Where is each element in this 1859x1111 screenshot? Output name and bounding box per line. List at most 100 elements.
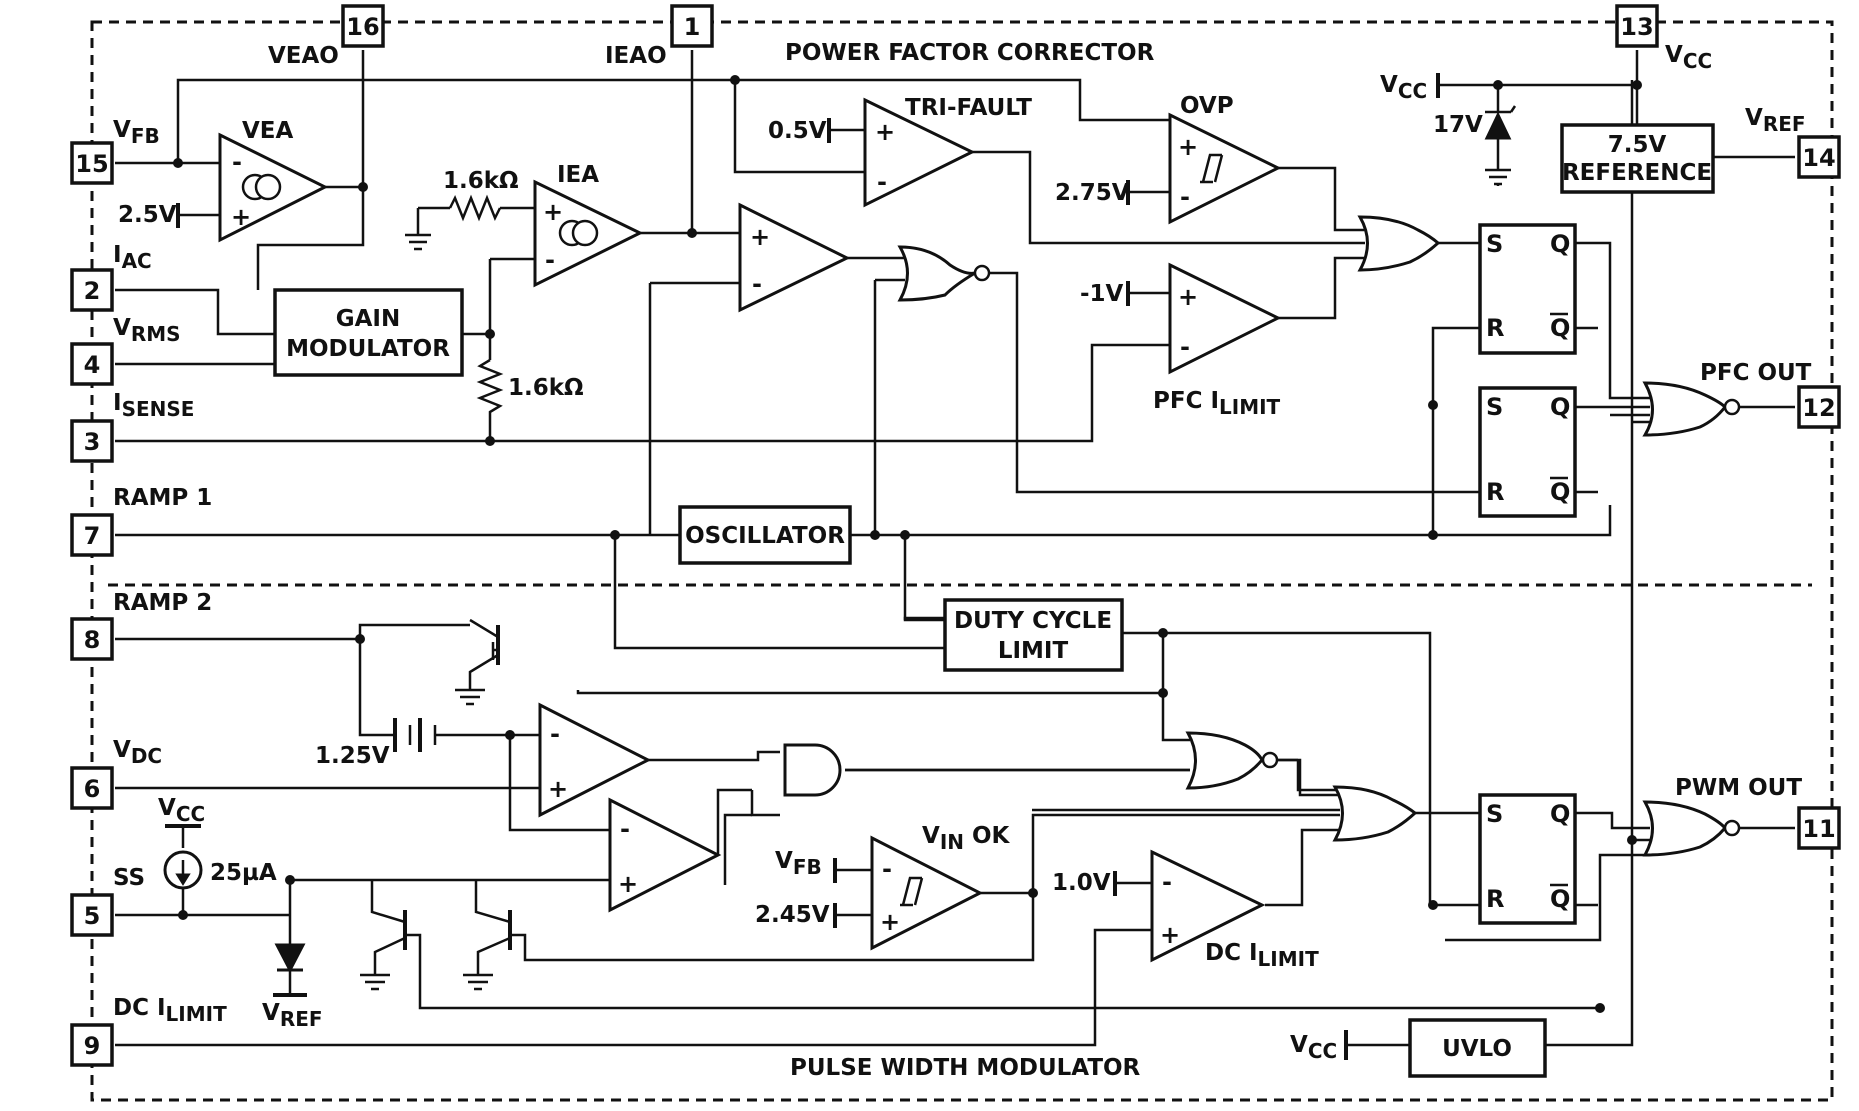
value-17v: 17V bbox=[1433, 112, 1483, 138]
fault-or-gate bbox=[1357, 215, 1441, 272]
label-ramp2: RAMP 2 bbox=[113, 590, 212, 616]
svg-text:2: 2 bbox=[84, 277, 101, 305]
section-title-pfc: POWER FACTOR CORRECTOR bbox=[785, 40, 1155, 66]
vcc-zener bbox=[1436, 73, 1517, 186]
label-vref-pin14: VREF bbox=[1745, 105, 1806, 136]
svg-text:5: 5 bbox=[84, 902, 101, 930]
svg-text:S: S bbox=[1486, 800, 1503, 828]
pin-15: 15 bbox=[70, 141, 114, 185]
pin-8: 8 bbox=[70, 617, 114, 661]
svg-text:-: - bbox=[752, 270, 762, 298]
svg-text:+: + bbox=[880, 908, 900, 936]
pin-1-name: IEAO bbox=[605, 43, 667, 69]
pfc-ilimit-label: PFC ILIMIT bbox=[1153, 388, 1281, 419]
svg-text:12: 12 bbox=[1802, 394, 1835, 422]
value-2-45v: 2.45V bbox=[755, 902, 830, 928]
sr-latch-pfc-2: S Q R Q bbox=[1478, 386, 1577, 518]
iea-amplifier: + - bbox=[533, 179, 644, 288]
sr-latch-pwm: S Q R Q bbox=[1478, 793, 1577, 925]
pin-16: 16 bbox=[341, 4, 385, 48]
svg-text:7.5V: 7.5V bbox=[1608, 132, 1667, 158]
pin-1: 1 bbox=[670, 4, 714, 48]
gain-modulator-block: GAIN MODULATOR bbox=[273, 288, 464, 377]
svg-text:S: S bbox=[1486, 230, 1503, 258]
vdc-and-gate bbox=[783, 743, 842, 797]
chip-outline bbox=[90, 20, 1834, 1102]
pin-9: 9 bbox=[70, 1023, 114, 1067]
label-iac: IAC bbox=[113, 242, 152, 273]
pin-5: 5 bbox=[70, 893, 114, 937]
svg-text:UVLO: UVLO bbox=[1442, 1036, 1512, 1062]
value-neg1v: -1V bbox=[1080, 281, 1124, 307]
svg-text:DUTY CYCLE: DUTY CYCLE bbox=[954, 608, 1112, 634]
svg-text:Q: Q bbox=[1550, 314, 1570, 342]
vea-amplifier: - + bbox=[218, 132, 329, 243]
label-vfb-vin: VFB bbox=[775, 848, 822, 879]
svg-text:6: 6 bbox=[84, 775, 101, 803]
ovp-label: OVP bbox=[1180, 93, 1234, 119]
uvlo-block: UVLO bbox=[1408, 1018, 1547, 1078]
label-vrms: VRMS bbox=[113, 315, 181, 346]
svg-text:REFERENCE: REFERENCE bbox=[1562, 160, 1712, 186]
pin-16-name: VEAO bbox=[268, 43, 339, 69]
junction-dots bbox=[173, 75, 1642, 1013]
oscillator-block: OSCILLATOR bbox=[678, 505, 852, 565]
value-1-6k-side: 1.6kΩ bbox=[508, 375, 584, 401]
pfc-out-nor-gate bbox=[1642, 381, 1741, 437]
pin-13: 13 bbox=[1615, 4, 1659, 48]
svg-text:+: + bbox=[543, 198, 563, 226]
label-vcc-uvlo: VCC bbox=[1290, 1032, 1337, 1063]
dc-ilimit-amp-label: DC ILIMIT bbox=[1205, 940, 1319, 971]
reference-block: 7.5V REFERENCE bbox=[1560, 123, 1715, 194]
sr-latch-pfc-1: S Q R Q bbox=[1478, 223, 1577, 355]
value-2-75v: 2.75V bbox=[1055, 180, 1130, 206]
svg-text:-: - bbox=[545, 246, 555, 274]
svg-text:-: - bbox=[1162, 868, 1172, 896]
svg-text:+: + bbox=[875, 118, 895, 146]
section-title-pwm: PULSE WIDTH MODULATOR bbox=[790, 1055, 1141, 1081]
svg-text:7: 7 bbox=[84, 522, 101, 550]
value-2-5v: 2.5V bbox=[118, 202, 177, 228]
pin-7: 7 bbox=[70, 513, 114, 557]
svg-text:R: R bbox=[1486, 314, 1504, 342]
label-vfb: VFB bbox=[113, 117, 160, 148]
duty-nor-gate bbox=[1185, 731, 1279, 790]
svg-text:+: + bbox=[548, 775, 568, 803]
pin-12: 12 bbox=[1797, 385, 1841, 429]
ovp-comparator: + - bbox=[1168, 112, 1282, 225]
svg-text:14: 14 bbox=[1802, 144, 1835, 172]
label-ss: SS bbox=[113, 865, 145, 891]
pin-3: 3 bbox=[70, 419, 114, 463]
svg-text:-: - bbox=[877, 168, 887, 196]
pwm-out-nor-gate bbox=[1642, 800, 1741, 857]
svg-text:Q: Q bbox=[1550, 478, 1570, 506]
value-0-5v: 0.5V bbox=[768, 118, 827, 144]
pfc-ilimit-comparator: + - bbox=[1168, 262, 1282, 375]
svg-text:1: 1 bbox=[684, 13, 701, 41]
svg-text:-: - bbox=[620, 815, 630, 843]
label-pfc-out: PFC OUT bbox=[1700, 360, 1812, 386]
dc-ilimit-comparator: - + bbox=[1150, 849, 1266, 963]
svg-text:+: + bbox=[750, 223, 770, 251]
tri-fault-label: TRI-FAULT bbox=[905, 95, 1032, 121]
svg-text:13: 13 bbox=[1620, 13, 1653, 41]
vea-label: VEA bbox=[242, 118, 294, 144]
svg-text:8: 8 bbox=[84, 626, 101, 654]
ss-current-source bbox=[163, 824, 203, 890]
label-vcc-ss: VCC bbox=[158, 795, 205, 826]
svg-text:R: R bbox=[1486, 478, 1504, 506]
svg-text:+: + bbox=[1160, 921, 1180, 949]
ss-transistor-2 bbox=[463, 900, 527, 991]
label-vdc: VDC bbox=[113, 737, 162, 768]
svg-text:-: - bbox=[550, 720, 560, 748]
duty-cycle-limit-block: DUTY CYCLE LIMIT bbox=[943, 598, 1124, 672]
resistor-1-6k-vertical bbox=[476, 358, 504, 418]
svg-text:OSCILLATOR: OSCILLATOR bbox=[685, 523, 845, 549]
svg-text:-: - bbox=[1180, 333, 1190, 361]
svg-text:R: R bbox=[1486, 885, 1504, 913]
ss-diode bbox=[273, 943, 307, 997]
label-vcc-top: VCC bbox=[1380, 72, 1427, 103]
svg-text:+: + bbox=[231, 203, 251, 231]
svg-text:3: 3 bbox=[84, 428, 101, 456]
